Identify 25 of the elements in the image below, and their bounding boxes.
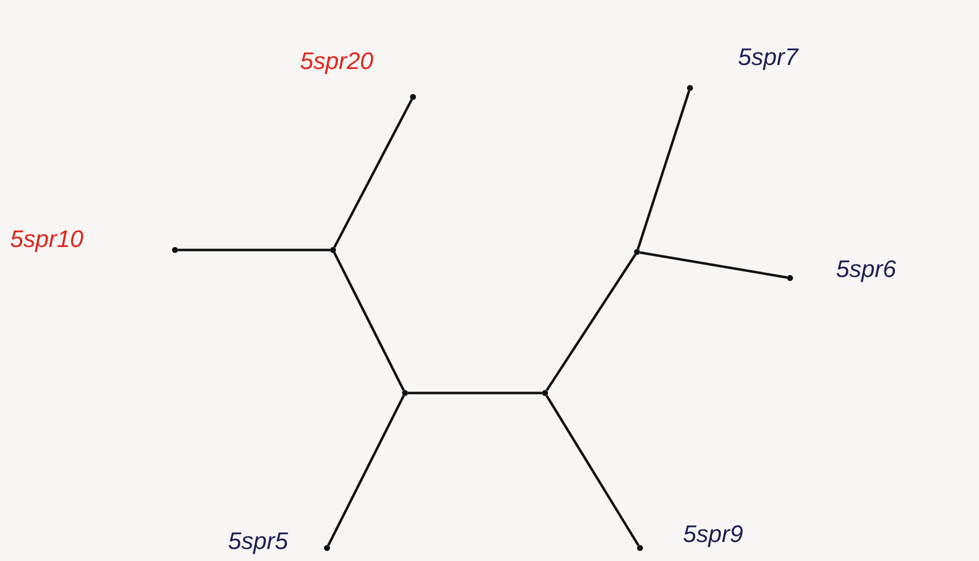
tree-branch bbox=[546, 254, 636, 392]
branch-point bbox=[410, 94, 416, 100]
branch-point bbox=[330, 247, 336, 253]
tree-branch bbox=[640, 251, 788, 279]
taxon-label: 5spr6 bbox=[836, 258, 896, 282]
tree-branch bbox=[333, 99, 413, 248]
branch-point bbox=[172, 247, 178, 253]
tree-branch bbox=[546, 394, 640, 546]
taxon-label: 5spr20 bbox=[300, 50, 374, 74]
taxon-label: 5spr10 bbox=[10, 228, 84, 252]
tree-branch bbox=[327, 395, 405, 546]
tree-branch bbox=[333, 252, 405, 391]
branch-point bbox=[634, 249, 640, 255]
taxon-label: 5spr5 bbox=[228, 530, 288, 554]
taxon-label: 5spr7 bbox=[738, 46, 798, 70]
tree-branch bbox=[408, 392, 542, 394]
taxon-label: 5spr9 bbox=[683, 523, 744, 547]
tree-branch bbox=[178, 248, 330, 252]
branch-point bbox=[542, 390, 548, 396]
branch-point bbox=[787, 275, 793, 281]
branch-point bbox=[637, 545, 643, 551]
branch-point bbox=[324, 545, 330, 551]
branch-point bbox=[402, 390, 408, 396]
tree-branch bbox=[636, 90, 690, 250]
branch-point bbox=[687, 85, 693, 91]
